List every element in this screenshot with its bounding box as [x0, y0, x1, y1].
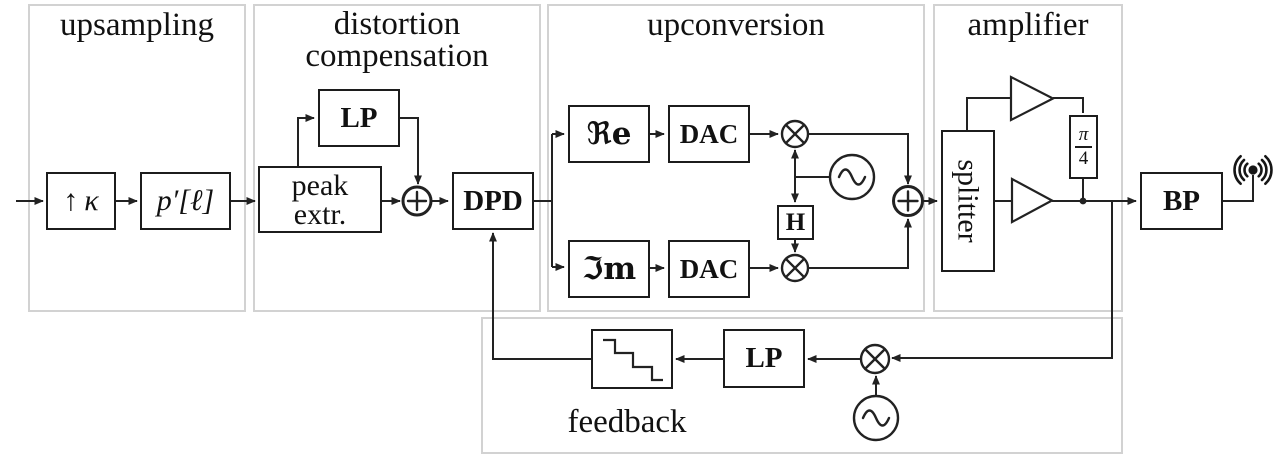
mixer-icon-feedback	[859, 343, 891, 375]
phase-shift-block: π 4	[1069, 115, 1098, 179]
connector-mixer-q-to-adder	[808, 218, 912, 269]
panel-distortion-compensation	[253, 4, 541, 312]
connector-quantizer-to-dpd	[489, 232, 591, 360]
lowpass-block-peak: LP	[318, 89, 400, 147]
title-line-1: distortion	[333, 6, 461, 42]
panel-upsampling	[28, 4, 246, 312]
connector-bp-to-antenna	[1223, 175, 1254, 202]
imaginary-part-block: ℑm	[568, 240, 650, 298]
adder-icon-distortion	[401, 185, 433, 217]
up-arrow-icon: ↑	[63, 184, 79, 217]
oscillator-icon-feedback	[852, 394, 900, 442]
pulse-shaping-block: p′[ℓ]	[140, 172, 231, 230]
upsampler-block: ↑ κ	[46, 172, 116, 230]
junction-dot	[1079, 197, 1087, 205]
real-part-block: ℜe	[568, 105, 650, 163]
section-title-upconversion: upconversion	[647, 7, 825, 43]
connector-amp-to-phase	[1053, 97, 1084, 113]
section-title-amplifier: amplifier	[967, 7, 1089, 43]
antenna-icon	[1233, 155, 1273, 185]
lowpass-block-feedback: LP	[723, 329, 805, 388]
section-title-distortion-compensation: distortion compensation	[253, 6, 541, 74]
connector-dpd-branch	[534, 134, 553, 267]
panel-feedback	[481, 317, 1123, 454]
peak-extraction-label-line1: peak	[291, 168, 349, 202]
connector-feedback-tap	[891, 201, 1113, 362]
upsampling-factor-symbol: κ	[84, 184, 99, 217]
section-title-upsampling: upsampling	[60, 7, 214, 43]
connector-lp-to-adder	[400, 117, 422, 185]
amplifier-triangle-icon-top	[1009, 75, 1056, 122]
phase-shift-denominator: 4	[1078, 148, 1089, 169]
bandpass-block: BP	[1140, 172, 1223, 230]
peak-extraction-block: peak extr.	[258, 166, 382, 233]
dac-block-q: DAC	[668, 240, 750, 298]
connector-mixer-i-to-adder	[808, 133, 912, 185]
splitter-block: splitter	[941, 130, 995, 272]
phase-shift-numerator: π	[1074, 124, 1093, 148]
splitter-label: splitter	[952, 159, 986, 243]
panel-upconversion	[547, 4, 925, 312]
title-line-2: compensation	[305, 38, 489, 74]
section-title-feedback: feedback	[567, 404, 687, 440]
peak-extraction-label-line2: extr.	[293, 197, 347, 231]
oscillator-icon-upconversion	[828, 153, 876, 201]
mixer-icon-q	[780, 253, 810, 283]
panel-amplifier	[933, 4, 1123, 312]
quantizer-staircase-icon	[603, 338, 663, 382]
quantizer-block	[591, 329, 673, 389]
connector-peak-to-lp	[297, 114, 315, 166]
mixer-icon-i	[780, 119, 810, 149]
connector-splitter-top-branch	[966, 97, 1010, 130]
adder-icon-upconversion	[892, 185, 924, 217]
amplifier-triangle-icon-bottom	[1010, 177, 1055, 224]
dpd-block: DPD	[452, 172, 534, 230]
dac-block-i: DAC	[668, 105, 750, 163]
hilbert-block: H	[777, 205, 814, 240]
